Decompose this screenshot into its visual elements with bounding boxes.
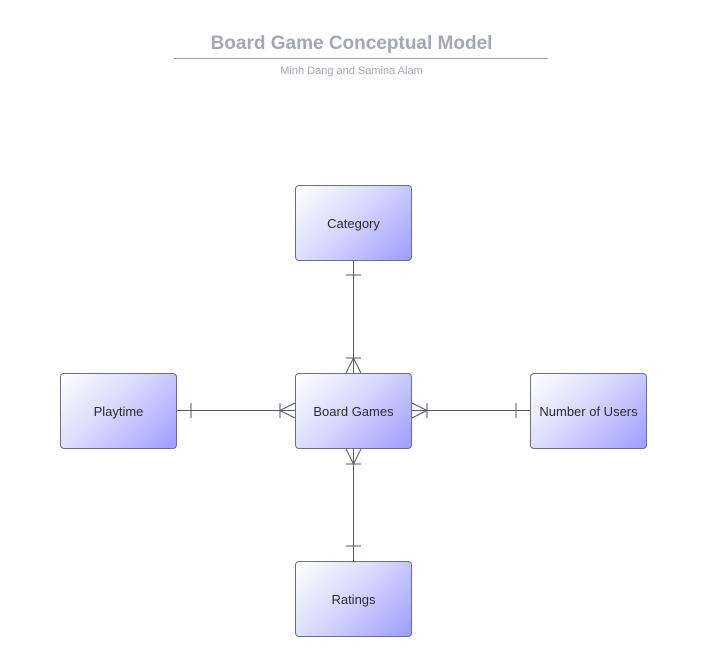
entity-category[interactable]: Category [295,185,412,261]
entity-board-games[interactable]: Board Games [295,373,412,449]
title-underline [174,58,548,59]
entity-number-of-users[interactable]: Number of Users [530,373,647,449]
entity-label: Category [327,215,380,231]
entity-label: Ratings [331,591,376,607]
entity-playtime[interactable]: Playtime [60,373,177,449]
entity-label: Playtime [93,403,144,419]
diagram-subtitle: Minh Dang and Samina Alam [280,65,423,77]
diagram-title: Board Game Conceptual Model [210,33,493,54]
entity-ratings[interactable]: Ratings [295,561,412,637]
entity-label: Number of Users [539,403,638,419]
entity-label: Board Games [313,403,394,419]
